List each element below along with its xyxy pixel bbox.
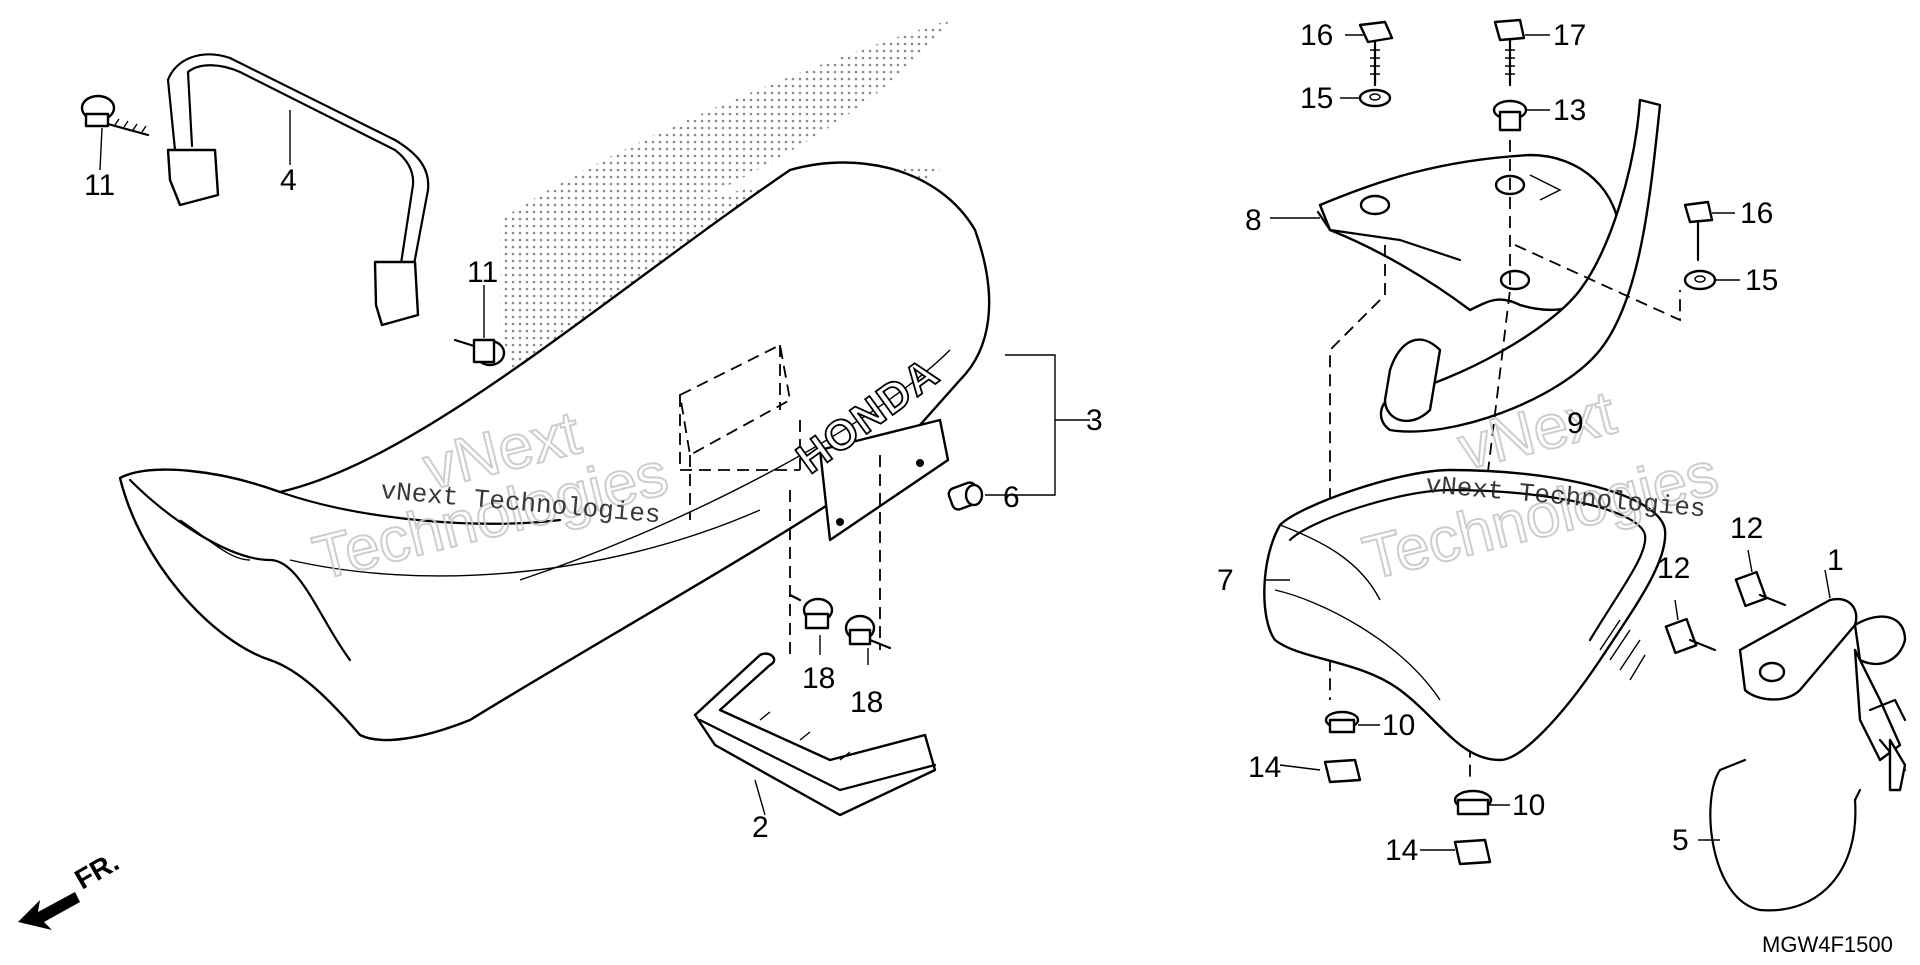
front-arrow: FR. [18, 846, 124, 930]
nut-14-a [1323, 758, 1362, 784]
washer-15-a [1358, 88, 1392, 108]
callout-14-a: 14 [1248, 751, 1281, 784]
strap-9 [1379, 98, 1662, 433]
callout-18-b: 18 [850, 686, 883, 719]
callout-11-a: 11 [84, 169, 115, 202]
callout-12-b: 12 [1730, 512, 1763, 545]
callout-17: 17 [1553, 19, 1586, 52]
callout-5: 5 [1672, 824, 1689, 857]
callout-2: 2 [752, 811, 769, 844]
grab-rail [166, 53, 430, 327]
collar-6 [947, 481, 984, 511]
callout-15-a: 15 [1300, 82, 1333, 115]
bolt-16-b [1683, 200, 1714, 262]
grommet-10-b [1453, 789, 1493, 816]
callout-8: 8 [1245, 204, 1262, 237]
callout-labels: 1 2 3 4 5 6 7 8 9 10 10 11 11 12 12 13 1… [84, 19, 1844, 867]
callout-10-a: 10 [1382, 709, 1415, 742]
diagram-code: MGW4F1500 [1762, 932, 1893, 957]
callout-16-b: 16 [1740, 197, 1773, 230]
bolt-18-a [788, 593, 834, 630]
bolt-17 [1493, 18, 1526, 87]
callout-7: 7 [1217, 564, 1234, 597]
callout-18-a: 18 [802, 662, 835, 695]
bolt-12-a [1664, 617, 1717, 655]
callout-15-b: 15 [1745, 264, 1778, 297]
callout-12-a: 12 [1657, 552, 1690, 585]
callout-11-b: 11 [467, 256, 498, 289]
washer-15-b [1683, 269, 1717, 291]
front-indicator-text: FR. [70, 846, 125, 895]
bag-7 [1263, 468, 1667, 762]
helmet-cable-5 [1709, 758, 1862, 912]
callout-1: 1 [1827, 544, 1844, 577]
callout-13: 13 [1553, 94, 1586, 127]
callout-9: 9 [1567, 407, 1584, 440]
callout-4: 4 [280, 164, 297, 197]
bolt-11-a [80, 94, 150, 137]
callout-3: 3 [1086, 404, 1103, 437]
callout-6: 6 [1003, 481, 1020, 514]
rear-cover-2 [693, 652, 937, 817]
helmet-lock-1 [1738, 597, 1907, 792]
grommet-13 [1492, 99, 1528, 132]
callout-14-b: 14 [1385, 834, 1418, 867]
nut-14-b [1453, 838, 1492, 866]
bolt-18-b [844, 614, 892, 650]
leader-lines [99, 34, 1831, 851]
tray-8 [1316, 153, 1622, 312]
callout-16-a: 16 [1300, 19, 1333, 52]
seat-assembly: HONDA [118, 161, 991, 742]
grommet-10-a [1324, 710, 1360, 734]
bolt-12-b [1734, 570, 1787, 608]
bolt-11-b [453, 338, 506, 367]
bolt-16-a [1358, 20, 1394, 87]
callout-10-b: 10 [1512, 789, 1545, 822]
